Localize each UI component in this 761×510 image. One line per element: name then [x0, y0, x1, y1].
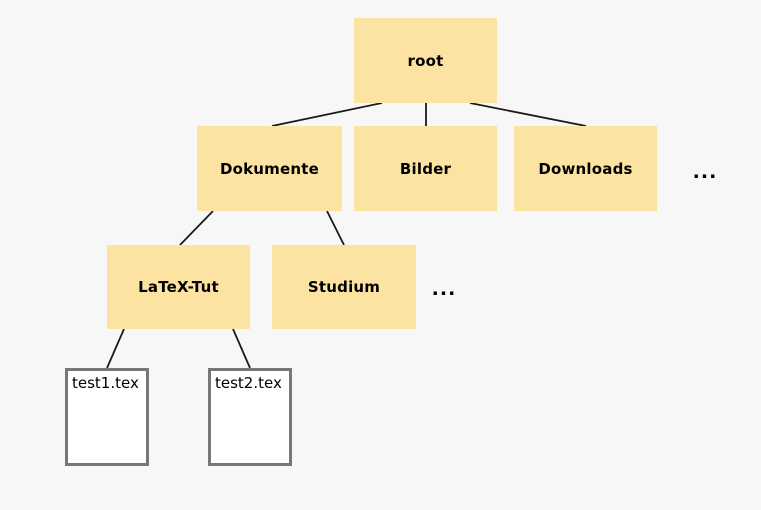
ellipsis-row2: ... [692, 161, 718, 183]
node-downloads-label: Downloads [538, 159, 633, 178]
edge-latex-tut-test2 [232, 328, 251, 369]
node-dokumente-label: Dokumente [219, 159, 320, 178]
node-test2-file[interactable]: test2.tex [208, 368, 292, 466]
node-downloads[interactable]: Downloads [514, 126, 657, 211]
edge-latex-tut-test1 [106, 328, 125, 369]
node-root-label: root [407, 51, 444, 70]
edge-dokumente-studium [326, 210, 345, 246]
node-test1-file[interactable]: test1.tex [65, 368, 149, 466]
node-latex-tut[interactable]: LaTeX-Tut [107, 245, 250, 329]
node-latex-tut-label: LaTeX-Tut [138, 278, 219, 296]
ellipsis-row3: ... [431, 278, 457, 300]
edge-dokumente-latex-tut [179, 210, 214, 246]
edge-root-dokumente [271, 102, 383, 127]
edge-root-downloads [469, 102, 587, 127]
node-root[interactable]: root [354, 18, 497, 103]
node-studium-label: Studium [307, 278, 381, 296]
node-test2-label: test2.tex [215, 374, 282, 392]
node-studium[interactable]: Studium [272, 245, 416, 329]
node-test1-label: test1.tex [72, 374, 139, 392]
node-bilder[interactable]: Bilder [354, 126, 497, 211]
node-dokumente[interactable]: Dokumente [197, 126, 342, 211]
node-bilder-label: Bilder [399, 159, 452, 178]
